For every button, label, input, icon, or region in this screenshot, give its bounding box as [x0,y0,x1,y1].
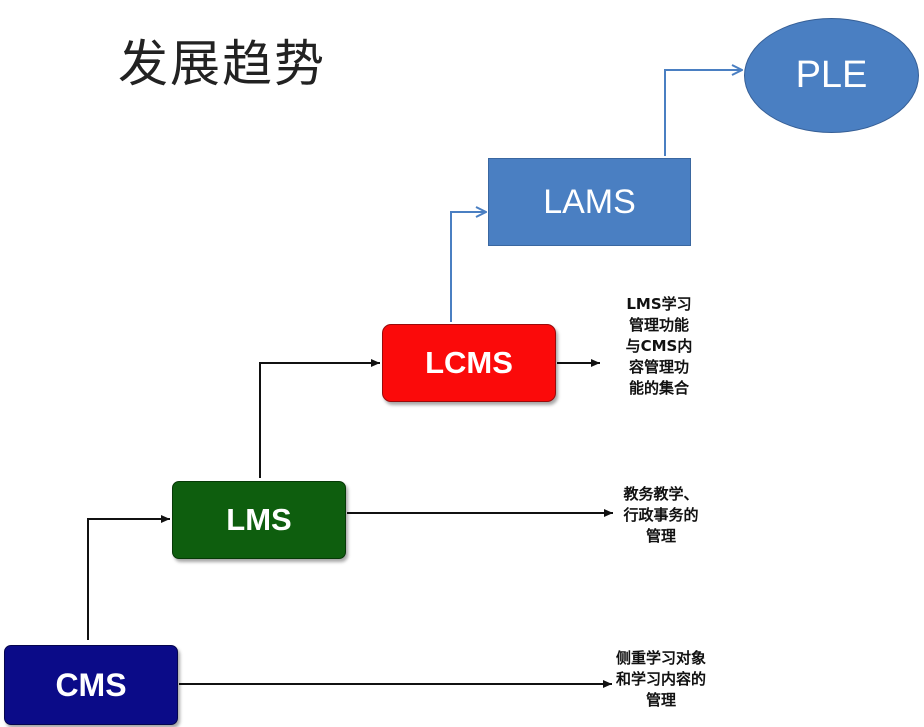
cms-desc-line: 和学习内容的 [615,670,706,688]
arrow-cms-to-lms [87,515,170,640]
cms-description: 侧重学习对象 和学习内容的 管理 [602,648,720,711]
cms-box: CMS [4,645,178,725]
lcms-desc-line: 管理功能 [628,316,689,334]
lms-desc-line: 行政事务的 [623,506,699,524]
ple-ellipse: PLE [744,18,919,133]
lms-description: 教务教学、 行政事务的 管理 [606,484,716,547]
lms-label: LMS [226,502,292,537]
lms-desc-line: 管理 [645,527,676,545]
lams-box: LAMS [488,158,691,246]
lms-box: LMS [172,481,346,559]
ple-label: PLE [795,54,868,96]
lcms-label: LCMS [425,345,513,380]
lcms-desc-line: 容管理功 [628,358,689,376]
slide-title: 发展趋势 [118,35,326,93]
lcms-description: LMS学习 管理功能 与CMS内 容管理功 能的集合 [604,294,714,399]
lcms-desc-line: 能的集合 [628,379,689,397]
arrow-lams-to-ple [664,70,742,156]
arrow-lcms-to-lams [450,212,486,322]
cms-label: CMS [55,666,127,703]
cms-desc-line: 管理 [645,691,676,709]
lcms-desc-line: 与CMS内 [625,337,693,355]
lams-label: LAMS [543,182,636,221]
lms-desc-line: 教务教学、 [623,485,699,503]
lcms-desc-line: LMS学习 [626,295,692,313]
cms-desc-line: 侧重学习对象 [615,649,706,667]
lcms-box: LCMS [382,324,556,402]
arrow-lms-to-lcms [259,359,380,478]
